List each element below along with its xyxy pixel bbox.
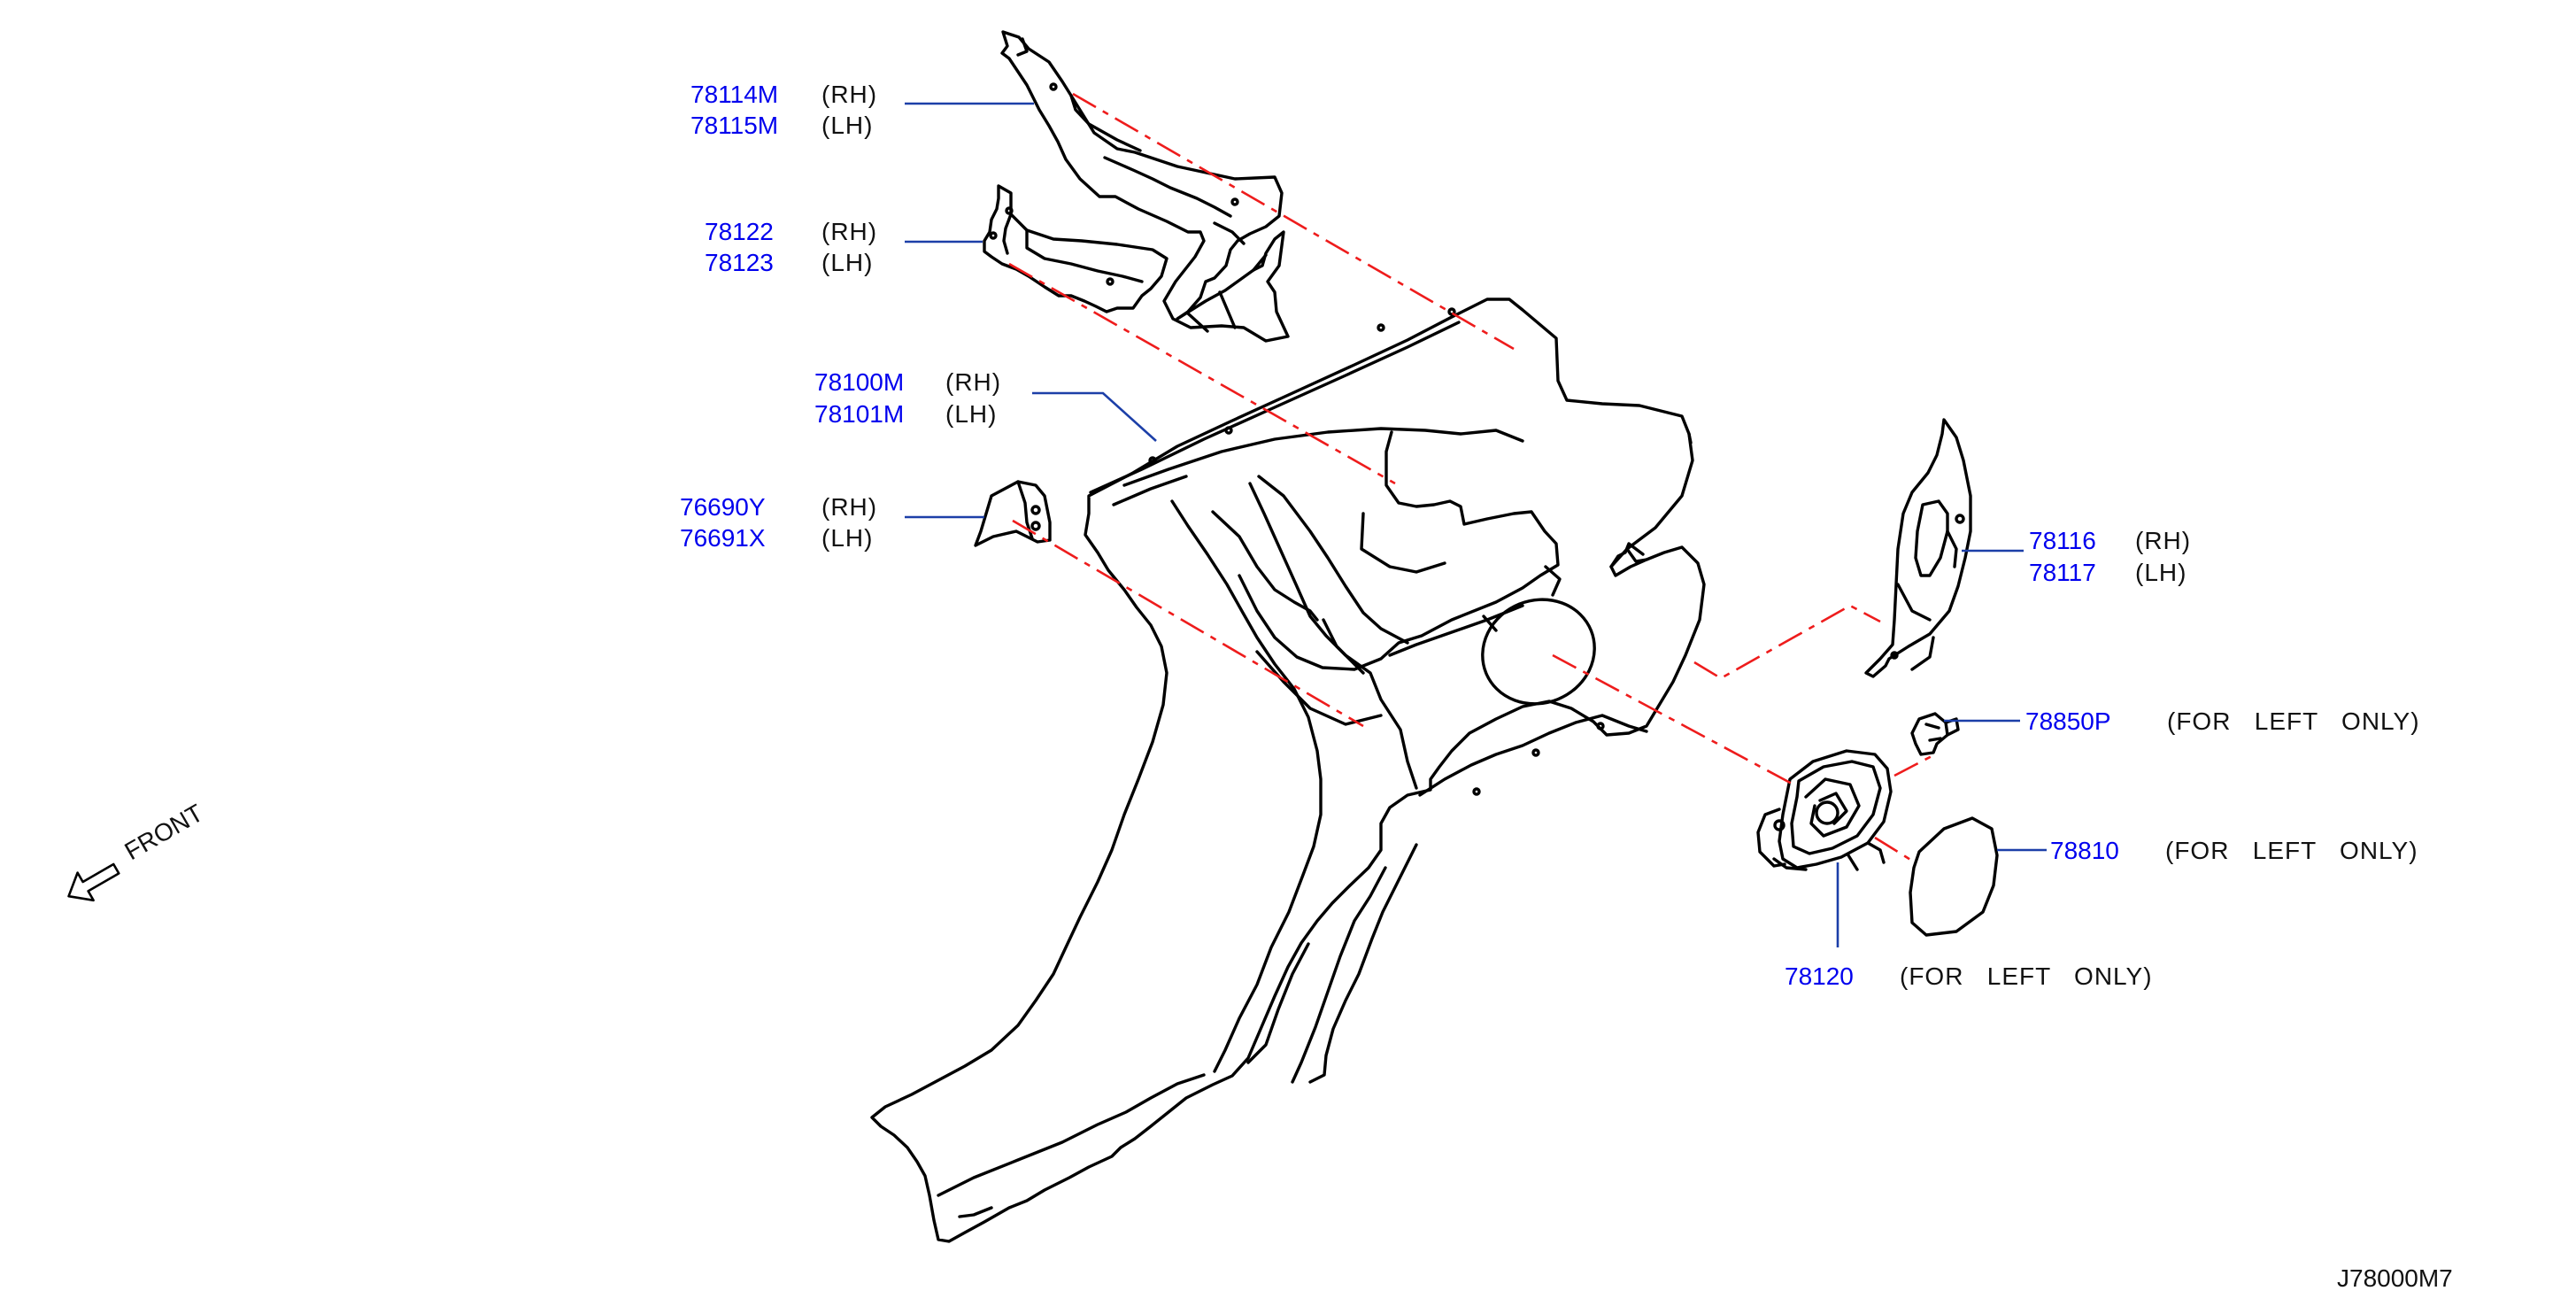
side-qualifier: (LH) bbox=[821, 249, 873, 276]
part-number[interactable]: 78122 bbox=[705, 218, 774, 245]
side-qualifier: (LH) bbox=[945, 400, 997, 428]
callout-inner-upper[interactable]: 78114M 78115M (RH) (LH) bbox=[690, 81, 877, 139]
side-qualifier: (RH) bbox=[2135, 527, 2191, 554]
part-number[interactable]: 78114M bbox=[690, 81, 778, 108]
part-number[interactable]: 78100M bbox=[814, 368, 904, 396]
side-qualifier: (LH) bbox=[2135, 559, 2187, 586]
part-number[interactable]: 78116 bbox=[2029, 527, 2096, 554]
callout-extension[interactable]: 78116 78117 (RH) (LH) bbox=[2029, 527, 2191, 586]
fuel-filler-lid-drawing bbox=[1909, 816, 1999, 937]
callout-gusset[interactable]: 76690Y 76691X (RH) (LH) bbox=[680, 493, 877, 552]
callout-opener[interactable]: 78850P (FOR LEFT ONLY) bbox=[2025, 707, 2420, 735]
leader-lines bbox=[905, 102, 2047, 947]
inner-upper-panel-drawing bbox=[1000, 30, 1290, 343]
part-number[interactable]: 78117 bbox=[2029, 559, 2096, 586]
part-number[interactable]: 78120 bbox=[1785, 962, 1854, 990]
callout-filler-base[interactable]: 78120 (FOR LEFT ONLY) bbox=[1785, 962, 2153, 990]
front-label: FRONT bbox=[120, 799, 208, 865]
side-qualifier: (RH) bbox=[821, 81, 877, 108]
part-number[interactable]: 78115M bbox=[690, 112, 778, 139]
part-number[interactable]: 78101M bbox=[814, 400, 904, 428]
part-number[interactable]: 78123 bbox=[705, 249, 774, 276]
side-qualifier: (LH) bbox=[821, 112, 873, 139]
usage-qualifier: (FOR LEFT ONLY) bbox=[1900, 962, 2153, 990]
callout-bracket[interactable]: 78122 78123 (RH) (LH) bbox=[705, 218, 877, 276]
side-qualifier: (RH) bbox=[945, 368, 1001, 396]
side-qualifier: (RH) bbox=[821, 218, 877, 245]
fuel-filler-base-drawing bbox=[1756, 749, 1893, 871]
front-arrow-icon bbox=[67, 862, 120, 902]
bracket-drawing bbox=[983, 184, 1168, 313]
extension-drawing bbox=[1864, 418, 1972, 678]
usage-qualifier: (FOR LEFT ONLY) bbox=[2167, 707, 2420, 735]
side-qualifier: (RH) bbox=[821, 493, 877, 521]
usage-qualifier: (FOR LEFT ONLY) bbox=[2165, 837, 2418, 864]
callout-filler-lid[interactable]: 78810 (FOR LEFT ONLY) bbox=[2050, 837, 2418, 864]
part-number[interactable]: 76690Y bbox=[680, 493, 766, 521]
front-indicator: FRONT bbox=[67, 799, 208, 902]
assembly-lines bbox=[1008, 92, 1936, 862]
part-number[interactable]: 76691X bbox=[680, 524, 766, 552]
part-number[interactable]: 78810 bbox=[2050, 837, 2119, 864]
side-qualifier: (LH) bbox=[821, 524, 873, 552]
diagram-code: J78000M7 bbox=[2337, 1264, 2453, 1292]
rear-fender-panel-drawing bbox=[870, 298, 1706, 1243]
part-number[interactable]: 78850P bbox=[2025, 707, 2111, 735]
gusset-drawing bbox=[974, 480, 1052, 547]
callout-fender-panel[interactable]: 78100M 78101M (RH) (LH) bbox=[814, 368, 1001, 428]
